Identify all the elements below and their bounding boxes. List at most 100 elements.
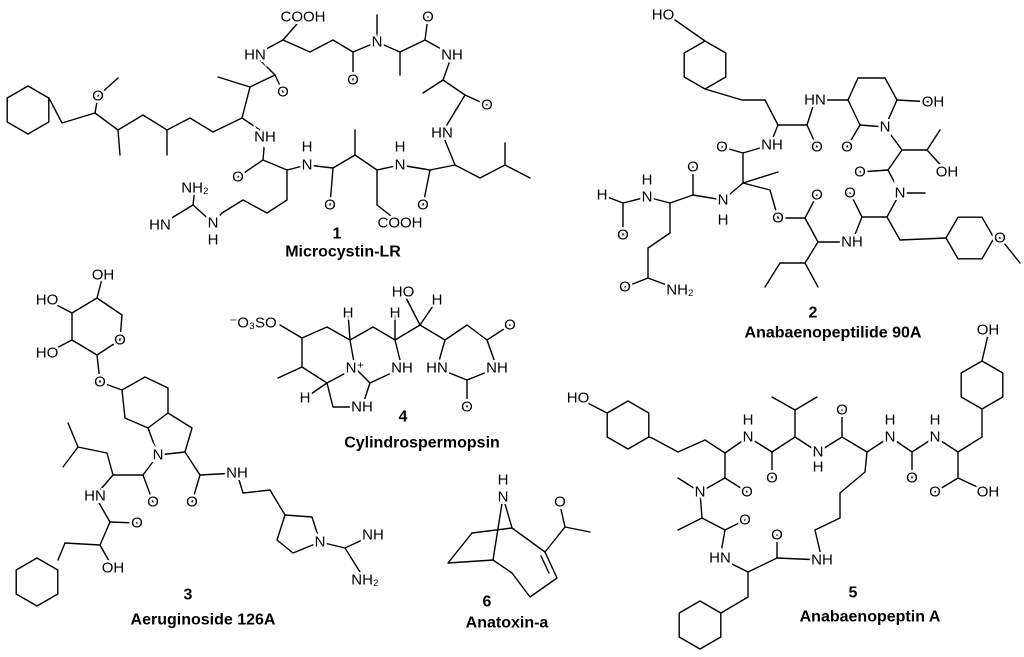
bond [981,334,989,362]
atom-label: HN [149,217,171,234]
compound-number: 2 [809,305,818,322]
atom-label: H [395,139,406,156]
bond [344,547,366,581]
bond [94,474,138,524]
bond [347,312,351,341]
atom-label: H [930,412,941,429]
bond [901,129,941,151]
compound-5-bonds [577,334,1004,650]
atom-label: O [481,97,493,114]
bond [896,99,934,103]
atom-label: O [92,88,104,105]
atom-label: O [94,374,106,391]
atom-label: O [114,332,126,349]
atom-label: ⁻O₃SO [229,315,276,332]
bond [540,555,550,574]
atom-label: H [498,472,509,489]
bond [117,129,121,156]
compound-number: 1 [333,226,342,243]
bond [237,159,334,178]
bond [886,216,947,241]
atom-label: HO [36,345,59,362]
bond [993,237,1021,264]
bond [62,446,144,476]
atom-label: O [906,470,918,487]
atom-label: NH [761,137,783,154]
compound-number: 6 [483,594,492,611]
atom-label: O [771,527,783,544]
atom-label: COOH [281,9,326,26]
atom-label: O [347,72,359,89]
bond [861,192,926,218]
atom-label: H [300,390,311,407]
atom-label: N [880,119,891,136]
bond [254,16,304,76]
atom-label: N [395,157,406,174]
compound-1-bonds [6,14,531,226]
bond [504,164,531,179]
bond [369,367,403,384]
atom-label: N [302,157,313,174]
atom-label: N [153,447,164,464]
atom-label: O [232,169,244,186]
atom-label: O [324,197,336,214]
atom-label: O [461,399,473,416]
bond [441,94,506,179]
bond [71,297,121,356]
compound-4-bonds [277,291,511,408]
bond [804,262,819,288]
compound-name: Anabaenopeptin A [800,609,941,626]
atom-label: N [695,484,706,501]
bond [15,557,59,607]
compound-name: Anabaenopeptilide 90A [745,325,922,342]
atom-label: HN [709,550,731,567]
atom-label: NH₂ [181,180,209,197]
compound-number: 5 [849,585,858,602]
bond [648,436,749,454]
bond [794,396,818,411]
atom-label: H [813,459,824,476]
atom-label: H [642,172,653,189]
atom-label: O [619,279,631,296]
atom-label: NH [351,399,373,416]
bond [447,532,494,564]
atom-label: O [854,164,866,181]
atom-label: HN [804,92,826,109]
atom-label: O [741,484,753,501]
bond [471,527,513,534]
atom-label: O [811,139,823,156]
bond [926,149,948,173]
bond [422,39,453,94]
atom-label: N [743,429,754,446]
bond [911,408,983,453]
atom-label: O [277,84,289,101]
atom-label: H [302,139,313,156]
atom-label: H [343,305,354,322]
atom-label: O [617,227,629,244]
bond [217,76,251,119]
atom-label: N [372,34,383,51]
atom-label: NH [841,234,863,251]
bond [349,312,396,341]
bond [742,182,818,219]
atom-label: HO [652,7,675,24]
atom-label: N [895,185,906,202]
atom-label: H [885,412,896,429]
bond [674,19,706,42]
atom-label: NH₂ [666,282,694,299]
atom-label: H [432,292,443,309]
bond [771,396,796,453]
bond [277,366,303,379]
bond [683,40,727,90]
atom-label: O [504,317,516,334]
bond [847,77,898,128]
bond [806,124,818,148]
compound-name: Anatoxin-a [466,615,549,632]
bond [159,204,194,226]
bond [46,299,73,314]
atom-label: HO [567,390,590,407]
bond [742,152,779,184]
